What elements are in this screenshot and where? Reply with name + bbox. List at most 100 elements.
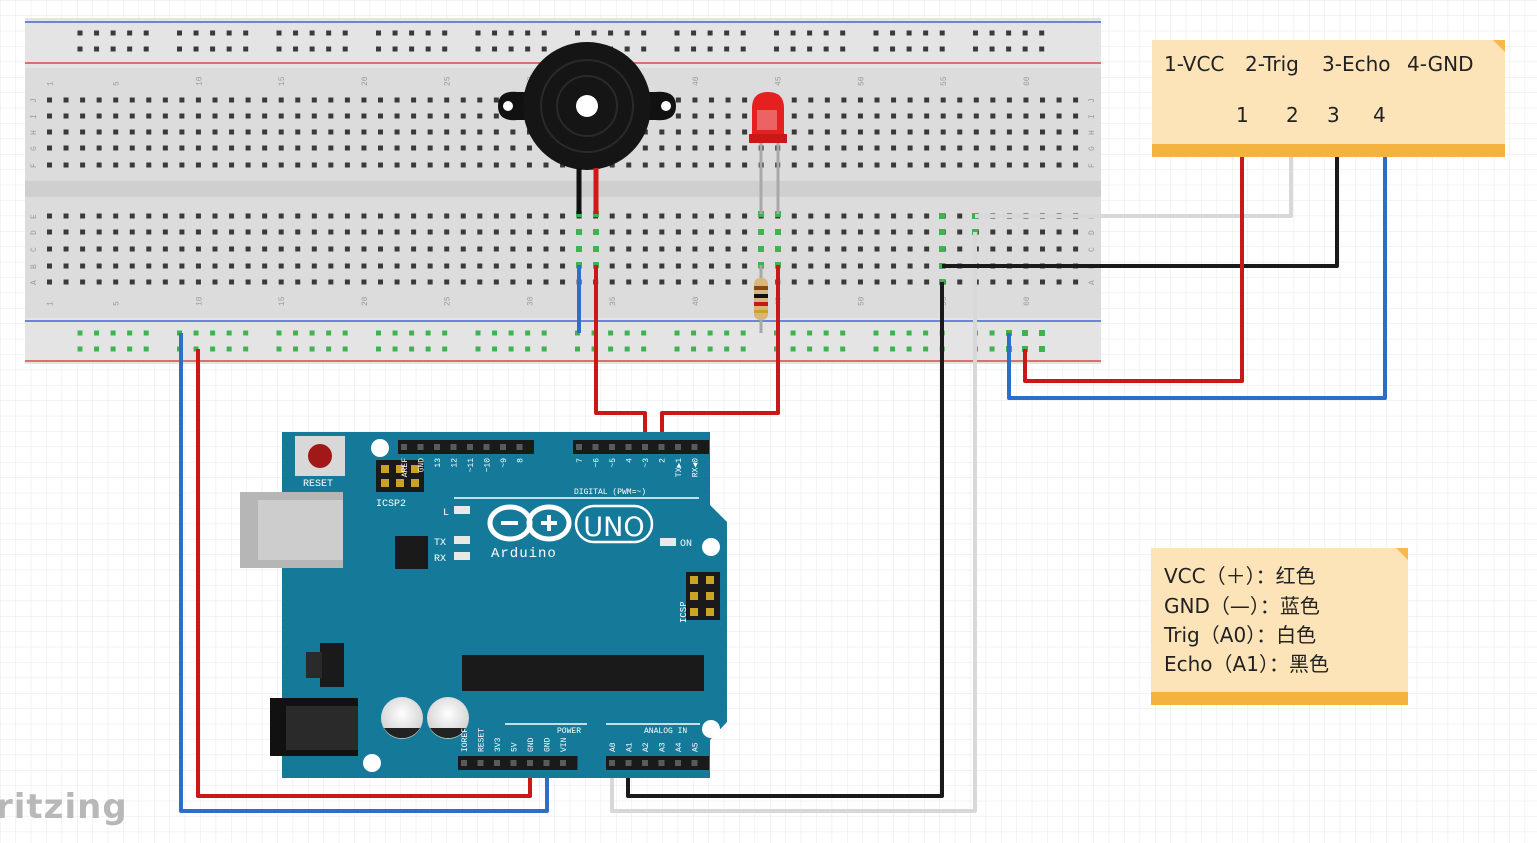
pinout-number-3: 3 (1327, 103, 1340, 127)
breadboard-hole (146, 129, 152, 135)
header-pin[interactable] (450, 444, 457, 450)
breadboard-hole (791, 229, 797, 235)
breadboard-hole (493, 263, 499, 269)
breadboard-hole (742, 279, 748, 285)
wire-white-sensor-trig (975, 155, 1293, 218)
header-pin[interactable] (625, 444, 632, 450)
red-led (749, 92, 787, 214)
header-pin[interactable] (658, 444, 665, 450)
rail-hole (906, 30, 912, 36)
header-pin[interactable] (483, 444, 490, 450)
breadboard-hole (1056, 279, 1062, 285)
rail-hole (591, 30, 597, 36)
breadboard-hole (841, 113, 847, 119)
rail-hole (790, 346, 796, 352)
breadboard-hole (295, 229, 301, 235)
header-pin[interactable] (434, 444, 440, 450)
breadboard-hole (659, 129, 665, 135)
breadboard-hole (924, 246, 930, 252)
rail-hole (608, 330, 614, 336)
rail-hole (923, 30, 929, 36)
pin-label: ~11 (467, 458, 476, 473)
breadboard-hole (113, 145, 119, 151)
column-number-top: 10 (195, 76, 204, 86)
rail-hole (210, 30, 216, 36)
header-pin[interactable] (691, 444, 698, 450)
breadboard-hole (874, 113, 880, 119)
header-pin[interactable] (675, 444, 681, 450)
breadboard-hole (129, 97, 135, 103)
breadboard-hole (162, 279, 168, 285)
header-pin[interactable] (527, 760, 533, 766)
arduino-logo-text: Arduino (491, 546, 557, 562)
breadboard-hole (725, 162, 731, 168)
connected-hole (939, 246, 945, 252)
header-pin[interactable] (675, 760, 681, 766)
breadboard-hole (328, 213, 334, 219)
breadboard-hole (990, 279, 996, 285)
resistor-band-2 (754, 294, 768, 298)
breadboard-hole (328, 229, 334, 235)
header-pin[interactable] (516, 444, 523, 450)
header-pin[interactable] (642, 760, 648, 766)
pin-label: A0 (609, 742, 618, 752)
header-pin[interactable] (477, 760, 484, 766)
arduino-pcb (282, 432, 727, 778)
column-number-bottom: 35 (609, 296, 618, 306)
breadboard-hole (1056, 129, 1062, 135)
header-strip (606, 756, 709, 770)
rail-hole (575, 346, 580, 352)
breadboard-hole (278, 229, 284, 235)
breadboard-hole (295, 162, 301, 168)
row-letter-left: E (30, 214, 39, 219)
connected-hole (939, 229, 945, 235)
breadboard-hole (47, 229, 52, 235)
header-pin[interactable] (543, 760, 550, 766)
header-pin[interactable] (494, 760, 500, 766)
breadboard-hole (675, 145, 681, 151)
rail-hole (807, 346, 813, 352)
header-pin[interactable] (560, 760, 566, 766)
header-pin[interactable] (609, 760, 615, 766)
header-pin[interactable] (401, 444, 407, 450)
rail-hole (691, 330, 697, 336)
header-pin[interactable] (510, 760, 517, 766)
breadboard-hole (692, 213, 698, 219)
header-pin[interactable] (691, 760, 698, 766)
rail-hole (376, 330, 381, 336)
breadboard-hole (526, 162, 532, 168)
rail-hole (674, 46, 680, 52)
breadboard-hole (460, 162, 466, 168)
rail-hole (624, 46, 630, 52)
legend-name: GND (1164, 594, 1210, 618)
header-pin[interactable] (609, 444, 615, 450)
note-footer-band (1151, 692, 1408, 705)
breadboard-hole (742, 97, 748, 103)
breadboard-hole (411, 145, 417, 151)
pin-label: 13 (434, 458, 443, 468)
header-pin[interactable] (625, 760, 632, 766)
header-pin[interactable] (642, 444, 648, 450)
breadboard-hole (262, 213, 268, 219)
header-pin[interactable] (417, 444, 424, 450)
breadboard-hole (808, 129, 814, 135)
header-pin[interactable] (576, 444, 582, 450)
rail-hole (293, 30, 299, 36)
header-pin[interactable] (592, 444, 599, 450)
header-pin[interactable] (658, 760, 665, 766)
reset-button[interactable] (308, 444, 332, 468)
rail-hole (873, 46, 879, 52)
connected-hole (593, 246, 599, 252)
breadboard-hole (642, 246, 648, 252)
header-pin[interactable] (461, 760, 467, 766)
breadboard-hole (80, 97, 86, 103)
breadboard-hole (460, 263, 466, 269)
breadboard-hole (444, 129, 450, 135)
breadboard-hole (824, 263, 830, 269)
connected-hole (593, 229, 599, 235)
header-pin[interactable] (500, 444, 506, 450)
breadboard-hole (394, 145, 400, 151)
rail-hole (326, 330, 332, 336)
header-pin[interactable] (467, 444, 473, 450)
